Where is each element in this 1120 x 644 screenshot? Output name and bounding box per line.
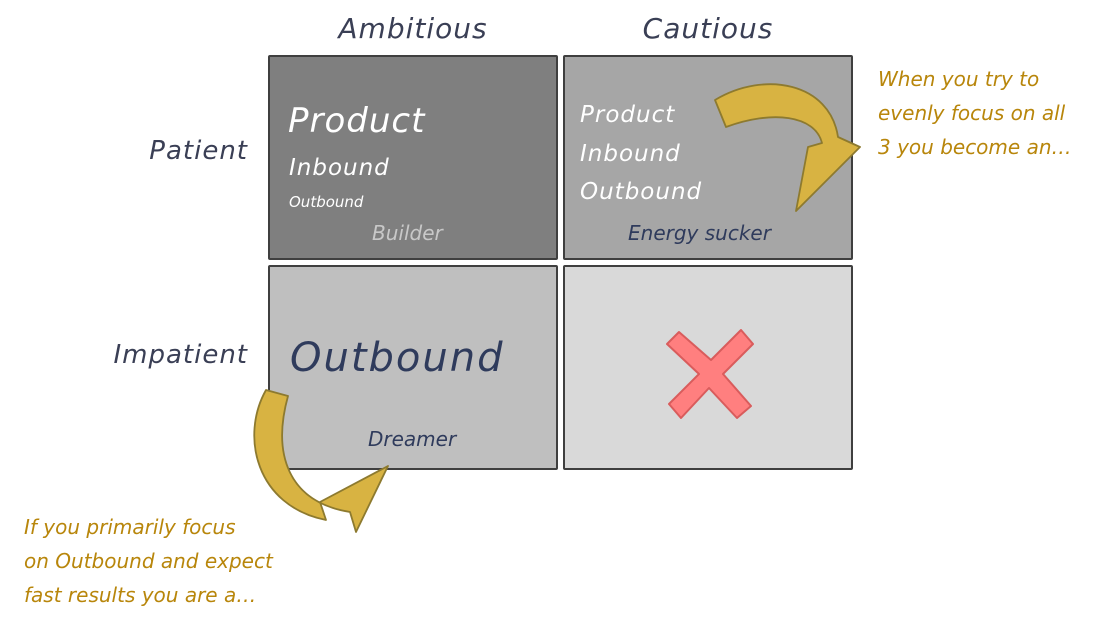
cross-icon [666, 329, 754, 419]
quadrant-dreamer: Outbound Dreamer [268, 265, 558, 470]
note-bottom-left-line: If you primarily focus [24, 515, 236, 539]
quadrant-energy-sucker: Product Inbound Outbound Energy sucker [563, 55, 853, 260]
curved-arrow-icon [253, 389, 389, 533]
builder-role-label: Builder [372, 221, 443, 245]
dreamer-role-label: Dreamer [368, 427, 457, 451]
note-top-right: When you try to evenly focus on all 3 yo… [878, 62, 1108, 164]
column-label-cautious: Cautious [642, 12, 774, 45]
energy-outbound-label: Outbound [580, 179, 703, 205]
dreamer-outbound-label: Outbound [290, 335, 505, 381]
row-label-patient: Patient [149, 136, 248, 166]
builder-inbound-label: Inbound [289, 155, 390, 181]
curved-arrow-icon [714, 83, 861, 212]
energy-product-label: Product [580, 102, 676, 128]
note-top-right-line: When you try to [878, 67, 1040, 91]
quadrant-builder: Product Inbound Outbound Builder [268, 55, 558, 260]
energy-role-label: Energy sucker [628, 221, 771, 245]
builder-product-label: Product [288, 101, 426, 141]
note-top-right-line: 3 you become an… [878, 135, 1072, 159]
note-top-right-line: evenly focus on all [878, 101, 1066, 125]
quadrant-empty [563, 265, 853, 470]
note-bottom-left-line: fast results you are a… [24, 583, 257, 607]
row-label-impatient: Impatient [113, 340, 248, 370]
note-bottom-left-line: on Outbound and expect [24, 549, 273, 573]
energy-inbound-label: Inbound [580, 141, 681, 167]
note-bottom-left: If you primarily focus on Outbound and e… [24, 510, 334, 612]
column-label-ambitious: Ambitious [338, 12, 488, 45]
builder-outbound-label: Outbound [289, 193, 364, 211]
